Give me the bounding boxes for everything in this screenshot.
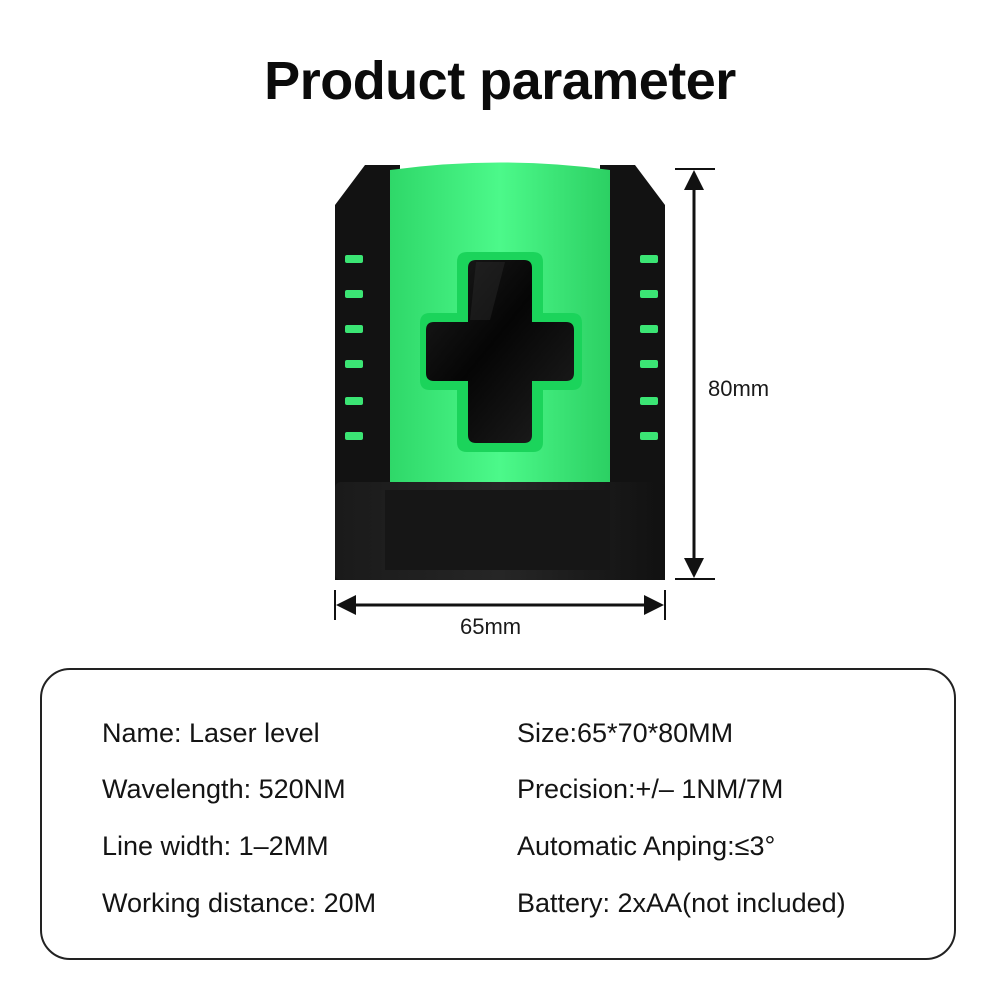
left-housing	[335, 165, 400, 580]
spec-precision: Precision:+/– 1NM/7M	[517, 774, 784, 804]
specs-panel: Name: Laser level Wavelength: 520NM Line…	[40, 668, 956, 960]
height-dimension-arrow	[675, 168, 715, 580]
spec-size: Size:65*70*80MM	[517, 718, 734, 748]
spec-line-width: Line width: 1–2MM	[102, 831, 329, 861]
base-front-panel	[385, 490, 610, 570]
height-label: 80mm	[708, 376, 770, 401]
spec-working-distance: Working distance: 20M	[102, 888, 377, 918]
width-label: 65mm	[460, 614, 522, 639]
left-vents	[345, 255, 363, 440]
spec-battery: Battery: 2xAA(not included)	[517, 888, 846, 918]
cross-window	[426, 260, 574, 443]
laser-level-image	[330, 160, 670, 585]
spec-name: Name: Laser level	[102, 718, 320, 748]
right-vents	[640, 255, 658, 440]
window-reflection	[470, 262, 505, 320]
page-title: Product parameter	[264, 51, 736, 111]
width-dimension-arrow	[334, 590, 666, 620]
spec-wavelength: Wavelength: 520NM	[102, 774, 346, 804]
spec-auto-leveling: Automatic Anping:≤3°	[517, 831, 776, 861]
laser-level-illustration	[335, 162, 665, 580]
right-housing	[600, 165, 665, 580]
